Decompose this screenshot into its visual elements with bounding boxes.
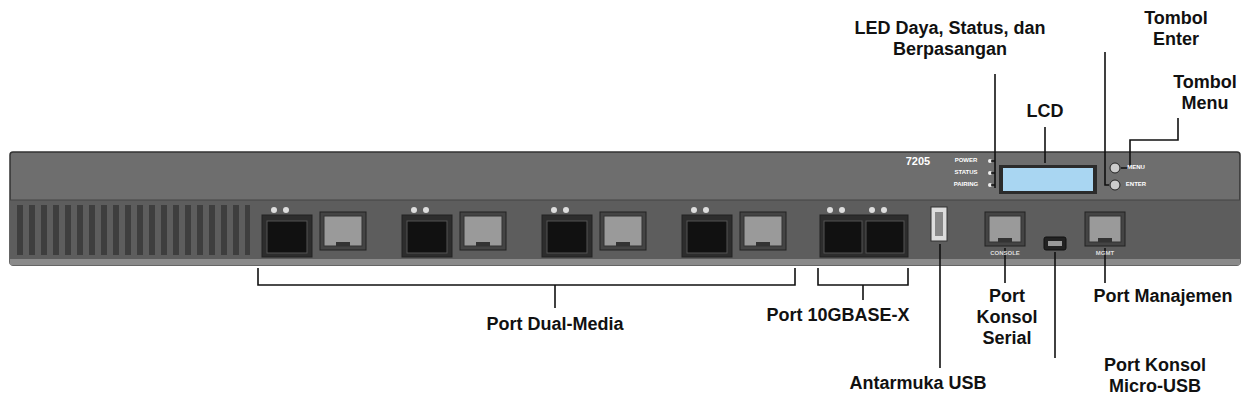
callout-label: Port Konsol Micro-USB	[1095, 355, 1215, 397]
management-port	[1085, 212, 1125, 246]
panel-text: ENTER	[1126, 181, 1146, 188]
menu-button	[1110, 163, 1120, 173]
dual-media-ports	[262, 207, 786, 257]
leader-lines	[258, 52, 1178, 368]
panel-text: STATUS	[954, 169, 977, 176]
callout-label: Antarmuka USB	[849, 373, 986, 394]
panel-text: PAIRING	[954, 181, 979, 188]
vent-slots	[15, 205, 250, 255]
model-number: 7205	[906, 155, 930, 168]
micro-usb-port	[1044, 237, 1066, 250]
callout-label: Port Konsol Serial	[971, 286, 1043, 350]
callout-label: LED Daya, Status, dan Berpasangan	[845, 18, 1055, 60]
callout-label: Port Dual-Media	[486, 314, 623, 335]
chassis	[10, 152, 1240, 265]
callout-label: LCD	[1027, 101, 1064, 122]
enter-button	[1110, 180, 1120, 190]
usb-port	[931, 207, 947, 241]
panel-text: MGMT	[1096, 250, 1114, 257]
lcd-bezel	[999, 165, 1097, 194]
lcd-screen	[1003, 168, 1093, 191]
panel-text: POWER	[955, 157, 978, 164]
callout-label: Tombol Menu	[1166, 72, 1244, 114]
panel-text: CONSOLE	[990, 250, 1020, 257]
serial-console-port	[985, 212, 1025, 246]
callout-label: Port 10GBASE-X	[766, 305, 909, 326]
callout-label: Tombol Enter	[1136, 8, 1216, 50]
callout-label: Port Manajemen	[1093, 286, 1232, 307]
panel-text: MENU	[1127, 164, 1145, 171]
sfp-10g-ports	[820, 207, 908, 257]
